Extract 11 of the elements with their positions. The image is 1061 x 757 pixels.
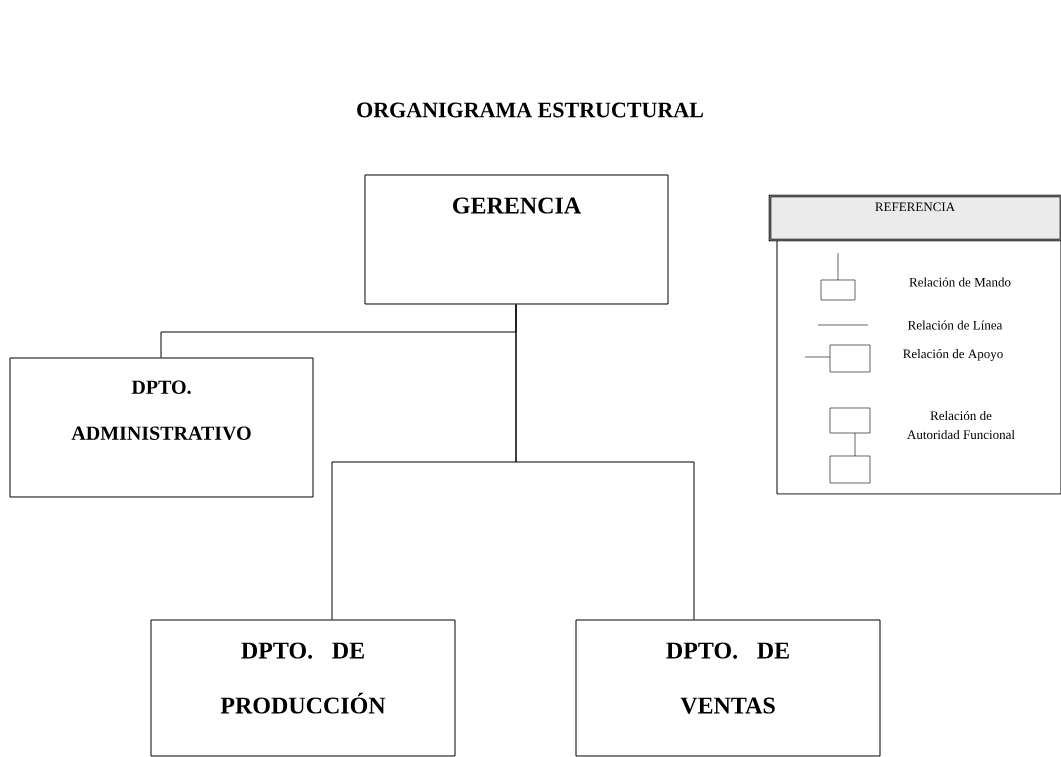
title: ORGANIGRAMA ESTRUCTURAL [357, 102, 703, 118]
connector-line [515, 304, 695, 620]
legend-text: Relación de Autoridad Funcional [907, 410, 1015, 440]
legend-text: Relación de Mando [909, 277, 1011, 287]
legend-text: Relación de Línea [908, 320, 1003, 330]
department-box: DPTO. DE VENTAS [575, 619, 881, 757]
node-label: REFERENCIA [875, 202, 955, 212]
department-box: DPTO. ADMINISTRATIVO [9, 357, 314, 498]
legend-text: Relación de Apoyo [903, 349, 1003, 361]
department-box: DPTO. DE PRODUCCIÓN [150, 619, 456, 757]
department-box: GERENCIA [364, 174, 669, 305]
